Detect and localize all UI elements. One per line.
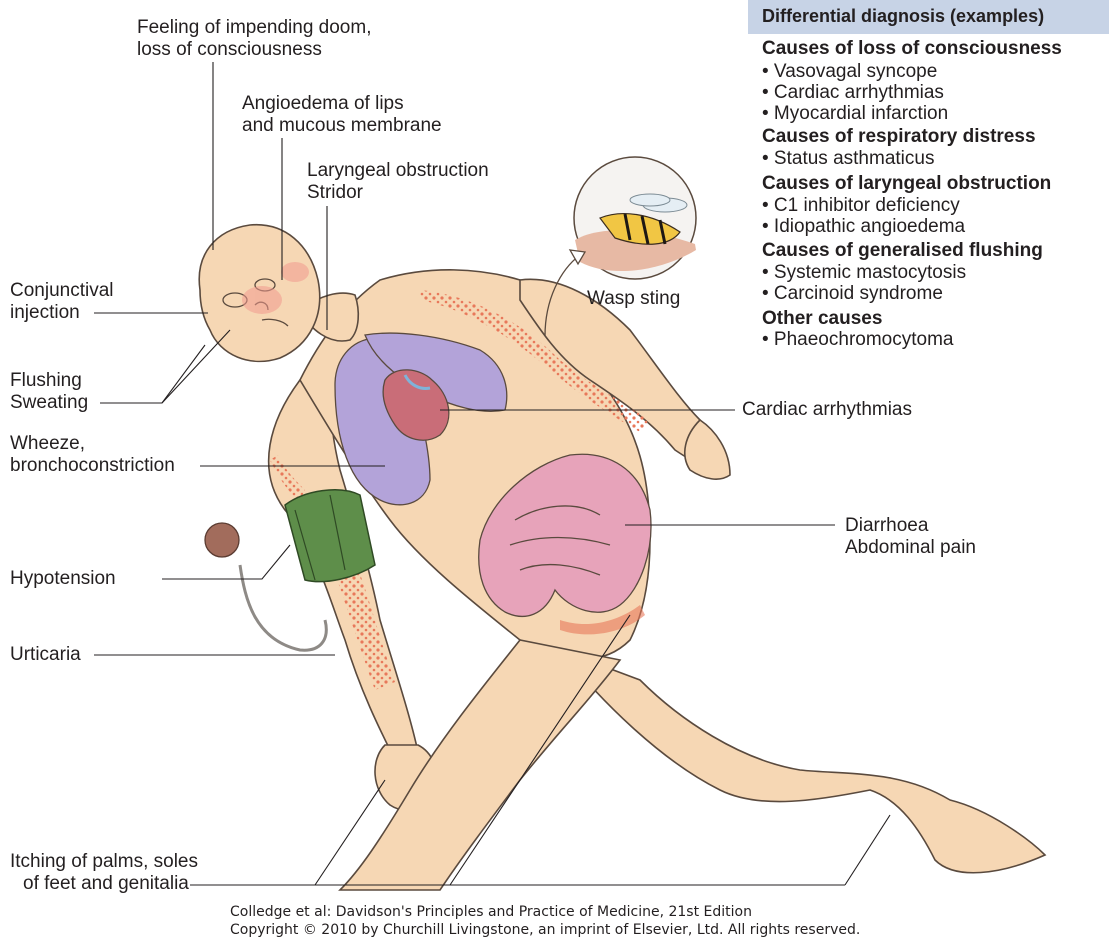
- ddx-item: • Cardiac arrhythmias: [762, 82, 944, 104]
- ddx-item: • Phaeochromocytoma: [762, 329, 953, 351]
- ddx-heading-laryngeal: Causes of laryngeal obstruction: [762, 173, 1051, 195]
- label-itching-line1: Itching of palms, soles: [10, 851, 198, 873]
- label-laryngeal-line1: Laryngeal obstruction: [307, 160, 489, 182]
- label-angioedema-line1: Angioedema of lips: [242, 93, 404, 115]
- label-cardiac-arrhythmias: Cardiac arrhythmias: [742, 399, 912, 421]
- label-wheeze-line1: Wheeze,: [10, 433, 85, 455]
- ddx-item: • Status asthmaticus: [762, 148, 934, 170]
- label-angioedema-line2: and mucous membrane: [242, 115, 442, 137]
- ddx-heading-respiratory: Causes of respiratory distress: [762, 126, 1036, 148]
- ddx-title-bar: Differential diagnosis (examples): [748, 0, 1109, 34]
- label-abdominal-pain: Abdominal pain: [845, 537, 976, 559]
- label-diarrhoea: Diarrhoea: [845, 515, 928, 537]
- label-hypotension: Hypotension: [10, 568, 116, 590]
- credit-line2: Copyright © 2010 by Churchill Livingston…: [230, 922, 860, 938]
- ddx-item: • Carcinoid syndrome: [762, 283, 943, 305]
- ddx-item: • Idiopathic angioedema: [762, 216, 965, 238]
- label-urticaria: Urticaria: [10, 644, 81, 666]
- ddx-item: • Systemic mastocytosis: [762, 262, 966, 284]
- ddx-item: • Myocardial infarction: [762, 103, 948, 125]
- label-conjunctival-line2: injection: [10, 302, 80, 324]
- label-wheeze-line2: bronchoconstriction: [10, 455, 175, 477]
- label-doom-line2: loss of consciousness: [137, 39, 322, 61]
- differential-diagnosis-panel: Differential diagnosis (examples) Causes…: [748, 0, 1109, 356]
- ddx-heading-consciousness: Causes of loss of consciousness: [762, 38, 1062, 60]
- ddx-title: Differential diagnosis (examples): [762, 6, 1044, 27]
- ddx-item: • Vasovagal syncope: [762, 61, 937, 83]
- label-wasp-sting: Wasp sting: [587, 288, 680, 310]
- ddx-heading-other: Other causes: [762, 308, 882, 330]
- label-sweating: Sweating: [10, 392, 88, 414]
- credit-line1: Colledge et al: Davidson's Principles an…: [230, 904, 752, 920]
- label-itching-line2: of feet and genitalia: [23, 873, 189, 895]
- ddx-heading-flushing: Causes of generalised flushing: [762, 240, 1043, 262]
- label-conjunctival-line1: Conjunctival: [10, 280, 114, 302]
- label-doom-line1: Feeling of impending doom,: [137, 17, 371, 39]
- ddx-item: • C1 inhibitor deficiency: [762, 195, 960, 217]
- label-flushing: Flushing: [10, 370, 82, 392]
- label-laryngeal-line2: Stridor: [307, 182, 363, 204]
